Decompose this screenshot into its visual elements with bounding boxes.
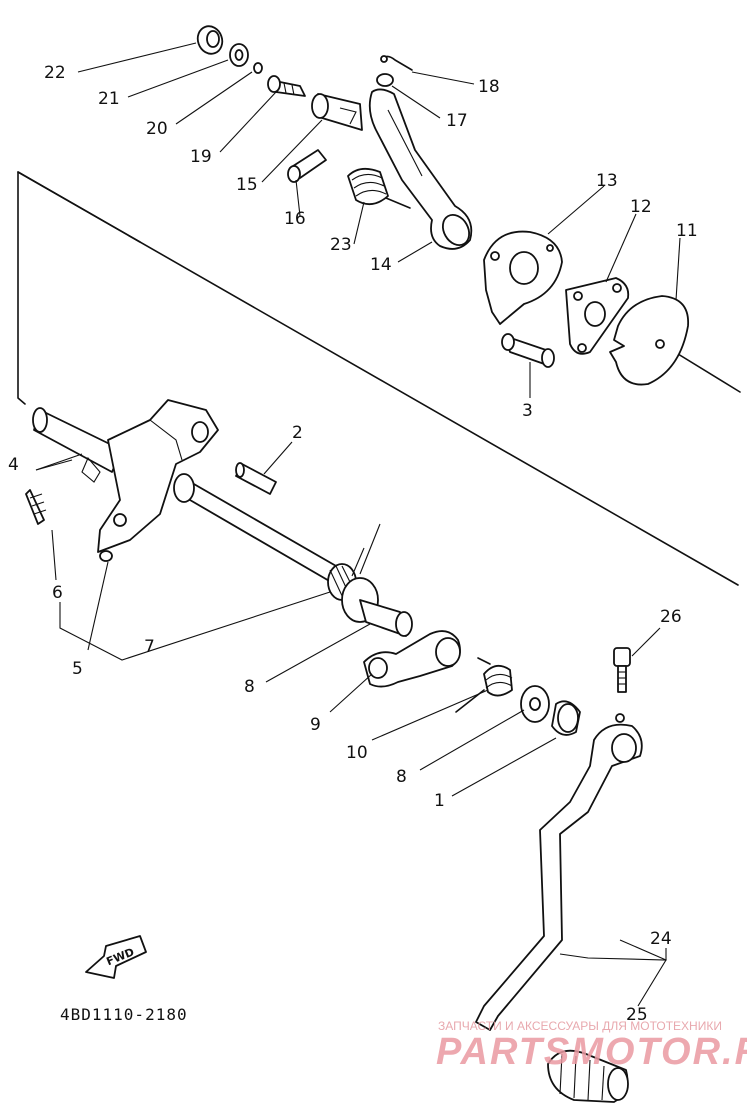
callout-6: 6 — [52, 583, 63, 603]
callout-2: 2 — [292, 423, 303, 443]
callout-15: 15 — [236, 175, 258, 195]
callout-8b: 8 — [396, 767, 407, 787]
spring-6 — [25, 489, 47, 525]
callout-10: 10 — [346, 743, 368, 763]
bolt-26 — [613, 647, 631, 693]
washer-8 — [520, 685, 550, 723]
pin-16 — [287, 149, 327, 183]
callout-1: 1 — [434, 791, 445, 811]
callout-14: 14 — [370, 255, 392, 275]
kick-crank-24 — [475, 713, 643, 1031]
watermark-tagline: ЗАПЧАСТИ И АКСЕССУАРЫ ДЛЯ МОТОТЕХНИКИ — [438, 1019, 722, 1033]
diagram-code: 4BD1110-2180 — [60, 1005, 188, 1024]
callout-16: 16 — [284, 209, 306, 229]
callout-19: 19 — [190, 147, 212, 167]
callout-13: 13 — [596, 171, 618, 191]
kick-arm-14 — [368, 88, 473, 250]
washer-21 — [229, 43, 249, 67]
spring-23 — [347, 167, 411, 209]
callout-8a: 8 — [244, 677, 255, 697]
cover-plate-11 — [609, 295, 689, 386]
ratchet-wheel-9 — [363, 630, 461, 688]
collar-8 — [341, 577, 413, 637]
callout-21: 21 — [98, 89, 120, 109]
callout-5: 5 — [72, 659, 83, 679]
callout-20: 20 — [146, 119, 168, 139]
watermark: ЗАПЧАСТИ И АКСЕССУАРЫ ДЛЯ МОТОТЕХНИКИ PA… — [436, 1019, 747, 1073]
callout-7: 7 — [144, 637, 155, 657]
guide-plate-13 — [483, 230, 563, 325]
pivot-15 — [311, 93, 363, 131]
bolt-19 — [267, 75, 306, 97]
fwd-arrow-icon: FWD — [85, 935, 147, 979]
callout-22: 22 — [44, 63, 66, 83]
leader-lines — [35, 42, 681, 1007]
callout-11: 11 — [676, 221, 698, 241]
callout-labels: 22 21 20 19 15 16 23 14 18 17 13 12 11 3… — [8, 63, 698, 1025]
callout-26: 26 — [660, 607, 682, 627]
bolt-3 — [501, 333, 555, 368]
callout-3: 3 — [522, 401, 533, 421]
washer-20 — [253, 62, 263, 74]
callout-12: 12 — [630, 197, 652, 217]
callout-24: 24 — [650, 929, 672, 949]
watermark-brand: PARTSMOTOR.RU — [436, 1031, 747, 1073]
callout-17: 17 — [446, 111, 468, 131]
pin-2 — [235, 462, 277, 495]
callout-23: 23 — [330, 235, 352, 255]
washer-17 — [376, 73, 394, 87]
clip-18 — [380, 55, 413, 71]
nut-22 — [196, 25, 224, 55]
spring-10 — [455, 657, 513, 713]
callout-25: 25 — [626, 1005, 648, 1025]
kick-shaft-7 — [32, 399, 363, 601]
stopper-plate-12 — [565, 277, 630, 355]
bushing-1 — [551, 700, 581, 736]
callout-18: 18 — [478, 77, 500, 97]
kick-rubber-25 — [547, 1049, 629, 1103]
callout-9: 9 — [310, 715, 321, 735]
callout-4: 4 — [8, 455, 19, 475]
